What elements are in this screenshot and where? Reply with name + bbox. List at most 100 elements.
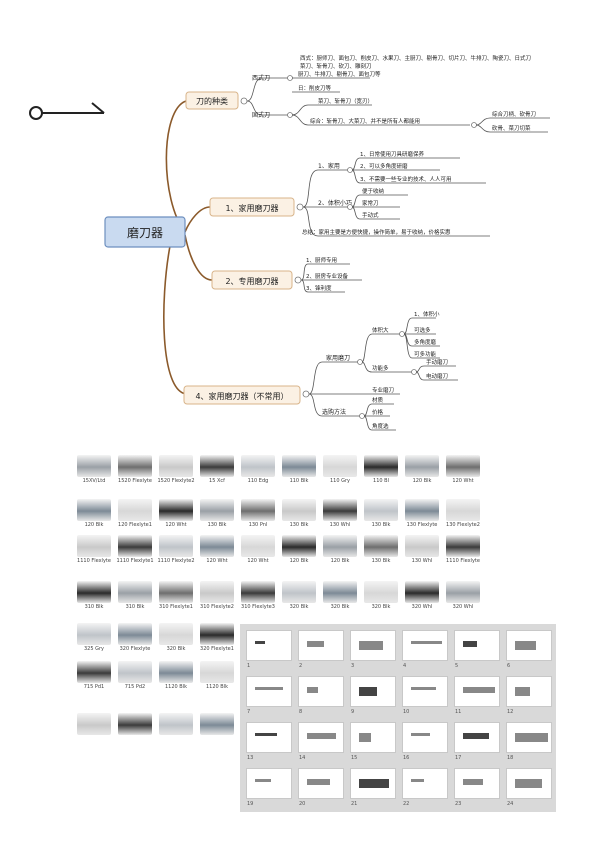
rare-a-item-1: 体积大	[372, 326, 389, 334]
slide-number: 18	[507, 755, 514, 761]
sharpener-image	[118, 661, 152, 683]
product-thumbnail[interactable]: 130 Blk	[281, 498, 317, 532]
product-thumbnail[interactable]: 120 Blk	[322, 534, 358, 568]
slide-thumbnail[interactable]: 15	[350, 722, 396, 761]
slide-thumbnail[interactable]: 20	[298, 768, 344, 807]
product-thumbnail[interactable]: 1520 Flexlyte	[117, 454, 153, 488]
product-thumbnail[interactable]: 1110 Flexlyte2	[157, 534, 195, 568]
product-thumbnail[interactable]: 310 Blk	[117, 580, 153, 614]
slide-content	[307, 641, 324, 647]
product-thumbnail[interactable]: 1110 Flexlyte1	[116, 534, 154, 568]
product-thumbnail[interactable]: 1120 Blk	[199, 660, 235, 694]
product-thumbnail[interactable]: 130 Blk	[363, 534, 399, 568]
slide-thumbnail[interactable]: 24	[506, 768, 552, 807]
slide-number: 21	[351, 801, 358, 807]
product-thumbnail[interactable]: 715 Pd1	[76, 660, 112, 694]
product-thumbnail[interactable]: 715 Pd2	[117, 660, 153, 694]
link-rare	[163, 245, 187, 395]
product-thumbnail[interactable]: 320 Blk	[322, 580, 358, 614]
slide-thumbnail[interactable]: 21	[350, 768, 396, 807]
sharpener-image	[77, 499, 111, 521]
slide-thumbnail[interactable]: 11	[454, 676, 500, 715]
product-thumbnail[interactable]: 320 Flexlyte1	[199, 622, 235, 656]
slide-number: 16	[403, 755, 410, 761]
product-thumbnail[interactable]: 110 Blk	[281, 454, 317, 488]
slide-thumbnail[interactable]: 16	[402, 722, 448, 761]
product-thumbnail[interactable]: 120 Flexlyte1	[117, 498, 153, 532]
product-thumbnail[interactable]: 130 Whl	[322, 498, 358, 532]
product-label: 320 Whl	[452, 604, 474, 610]
slide-thumbnail[interactable]: 2	[298, 630, 344, 669]
slide-thumbnail[interactable]: 7	[246, 676, 292, 715]
product-thumbnail[interactable]: 120 Blk	[404, 454, 440, 488]
mix-right-2: 砍骨、菜刀切菜	[492, 124, 531, 132]
product-thumbnail[interactable]: 130 Flexlyte	[404, 498, 440, 532]
product-label: 120 Blk	[84, 522, 104, 528]
slide-thumbnail[interactable]: 12	[506, 676, 552, 715]
slide-thumbnail[interactable]: 5	[454, 630, 500, 669]
slide-thumbnail[interactable]: 18	[506, 722, 552, 761]
product-thumbnail[interactable]: 120 Blk	[76, 498, 112, 532]
slide-thumbnail[interactable]: 1	[246, 630, 292, 669]
product-thumbnail[interactable]: 310 Flexlyte3	[240, 580, 276, 614]
product-thumbnail[interactable]: 110 Gry	[322, 454, 358, 488]
slide-thumbnail[interactable]: 23	[454, 768, 500, 807]
product-thumbnail[interactable]: 120 Wht	[158, 498, 194, 532]
home-note: 总结：家用主要是方便快捷，操作简单，易于收纳，价格实惠	[302, 228, 451, 236]
mix-label: 综合：斩骨刀、大菜刀、并不是所有人都能用	[310, 117, 420, 125]
rare-a-sub-3: 多角度磨	[414, 338, 437, 346]
slide-thumbnail[interactable]: 8	[298, 676, 344, 715]
slide-thumbnail[interactable]: 17	[454, 722, 500, 761]
product-thumbnail[interactable]: 320 Blk	[281, 580, 317, 614]
slide-thumbnail[interactable]: 13	[246, 722, 292, 761]
product-thumbnail[interactable]: 310 Blk	[76, 580, 112, 614]
product-thumbnail[interactable]: 110 Bl	[363, 454, 399, 488]
product-thumbnail[interactable]: 320 Blk	[363, 580, 399, 614]
product-thumbnail[interactable]	[158, 712, 194, 746]
product-thumbnail[interactable]: 130 Flexlyte2	[445, 498, 481, 532]
sharpener-image	[200, 713, 234, 735]
sharpener-image	[77, 661, 111, 683]
slide-thumbnail[interactable]: 10	[402, 676, 448, 715]
product-thumbnail[interactable]: 310 Flexlyte1	[158, 580, 194, 614]
product-thumbnail[interactable]	[76, 712, 112, 746]
product-thumbnail[interactable]: 120 Wht	[445, 454, 481, 488]
product-thumbnail[interactable]: 1520 Flexlyte2	[157, 454, 195, 488]
slide-thumbnail[interactable]: 4	[402, 630, 448, 669]
product-thumbnail[interactable]: 310 Flexlyte2	[199, 580, 235, 614]
product-thumbnail[interactable]: 320 Whl	[404, 580, 440, 614]
product-thumbnail[interactable]	[117, 712, 153, 746]
product-thumbnail[interactable]: 1110 Flexlyte	[445, 534, 481, 568]
product-thumbnail[interactable]: 110 Edg	[240, 454, 276, 488]
product-thumbnail[interactable]: 120 Blk	[281, 534, 317, 568]
product-thumbnail[interactable]: 320 Blk	[158, 622, 194, 656]
sharpener-image	[159, 713, 193, 735]
product-thumbnail[interactable]: 1120 Blk	[158, 660, 194, 694]
product-thumbnail[interactable]	[199, 712, 235, 746]
product-thumbnail[interactable]: 15 Xcf	[199, 454, 235, 488]
product-thumbnail[interactable]: 130 Blk	[199, 498, 235, 532]
product-thumbnail[interactable]: 15XV/Ltd	[76, 454, 112, 488]
slide-thumbnail[interactable]: 9	[350, 676, 396, 715]
slide-thumbnail[interactable]: 22	[402, 768, 448, 807]
slide-thumbnail[interactable]: 3	[350, 630, 396, 669]
product-thumbnail[interactable]: 120 Wht	[199, 534, 235, 568]
sharpener-image	[405, 581, 439, 603]
slide-thumbnail[interactable]: 19	[246, 768, 292, 807]
sharpener-image	[200, 455, 234, 477]
product-thumbnail[interactable]: 320 Flexlyte	[117, 622, 153, 656]
product-thumbnail[interactable]: 320 Whl	[445, 580, 481, 614]
slide-content	[463, 733, 489, 739]
sharpener-image	[77, 623, 111, 645]
slide-thumbnail[interactable]: 6	[506, 630, 552, 669]
product-label: 15 Xcf	[209, 478, 225, 484]
product-thumbnail[interactable]: 1110 Flexlyte	[76, 534, 112, 568]
product-thumbnail[interactable]: 130 Pnl	[240, 498, 276, 532]
slide-content	[359, 779, 389, 788]
slide-thumbnail[interactable]: 14	[298, 722, 344, 761]
product-thumbnail[interactable]: 130 Whl	[404, 534, 440, 568]
product-thumbnail[interactable]: 120 Wht	[240, 534, 276, 568]
product-label: 320 Flexlyte1	[200, 646, 234, 652]
product-thumbnail[interactable]: 325 Gry	[76, 622, 112, 656]
product-thumbnail[interactable]: 130 Blk	[363, 498, 399, 532]
